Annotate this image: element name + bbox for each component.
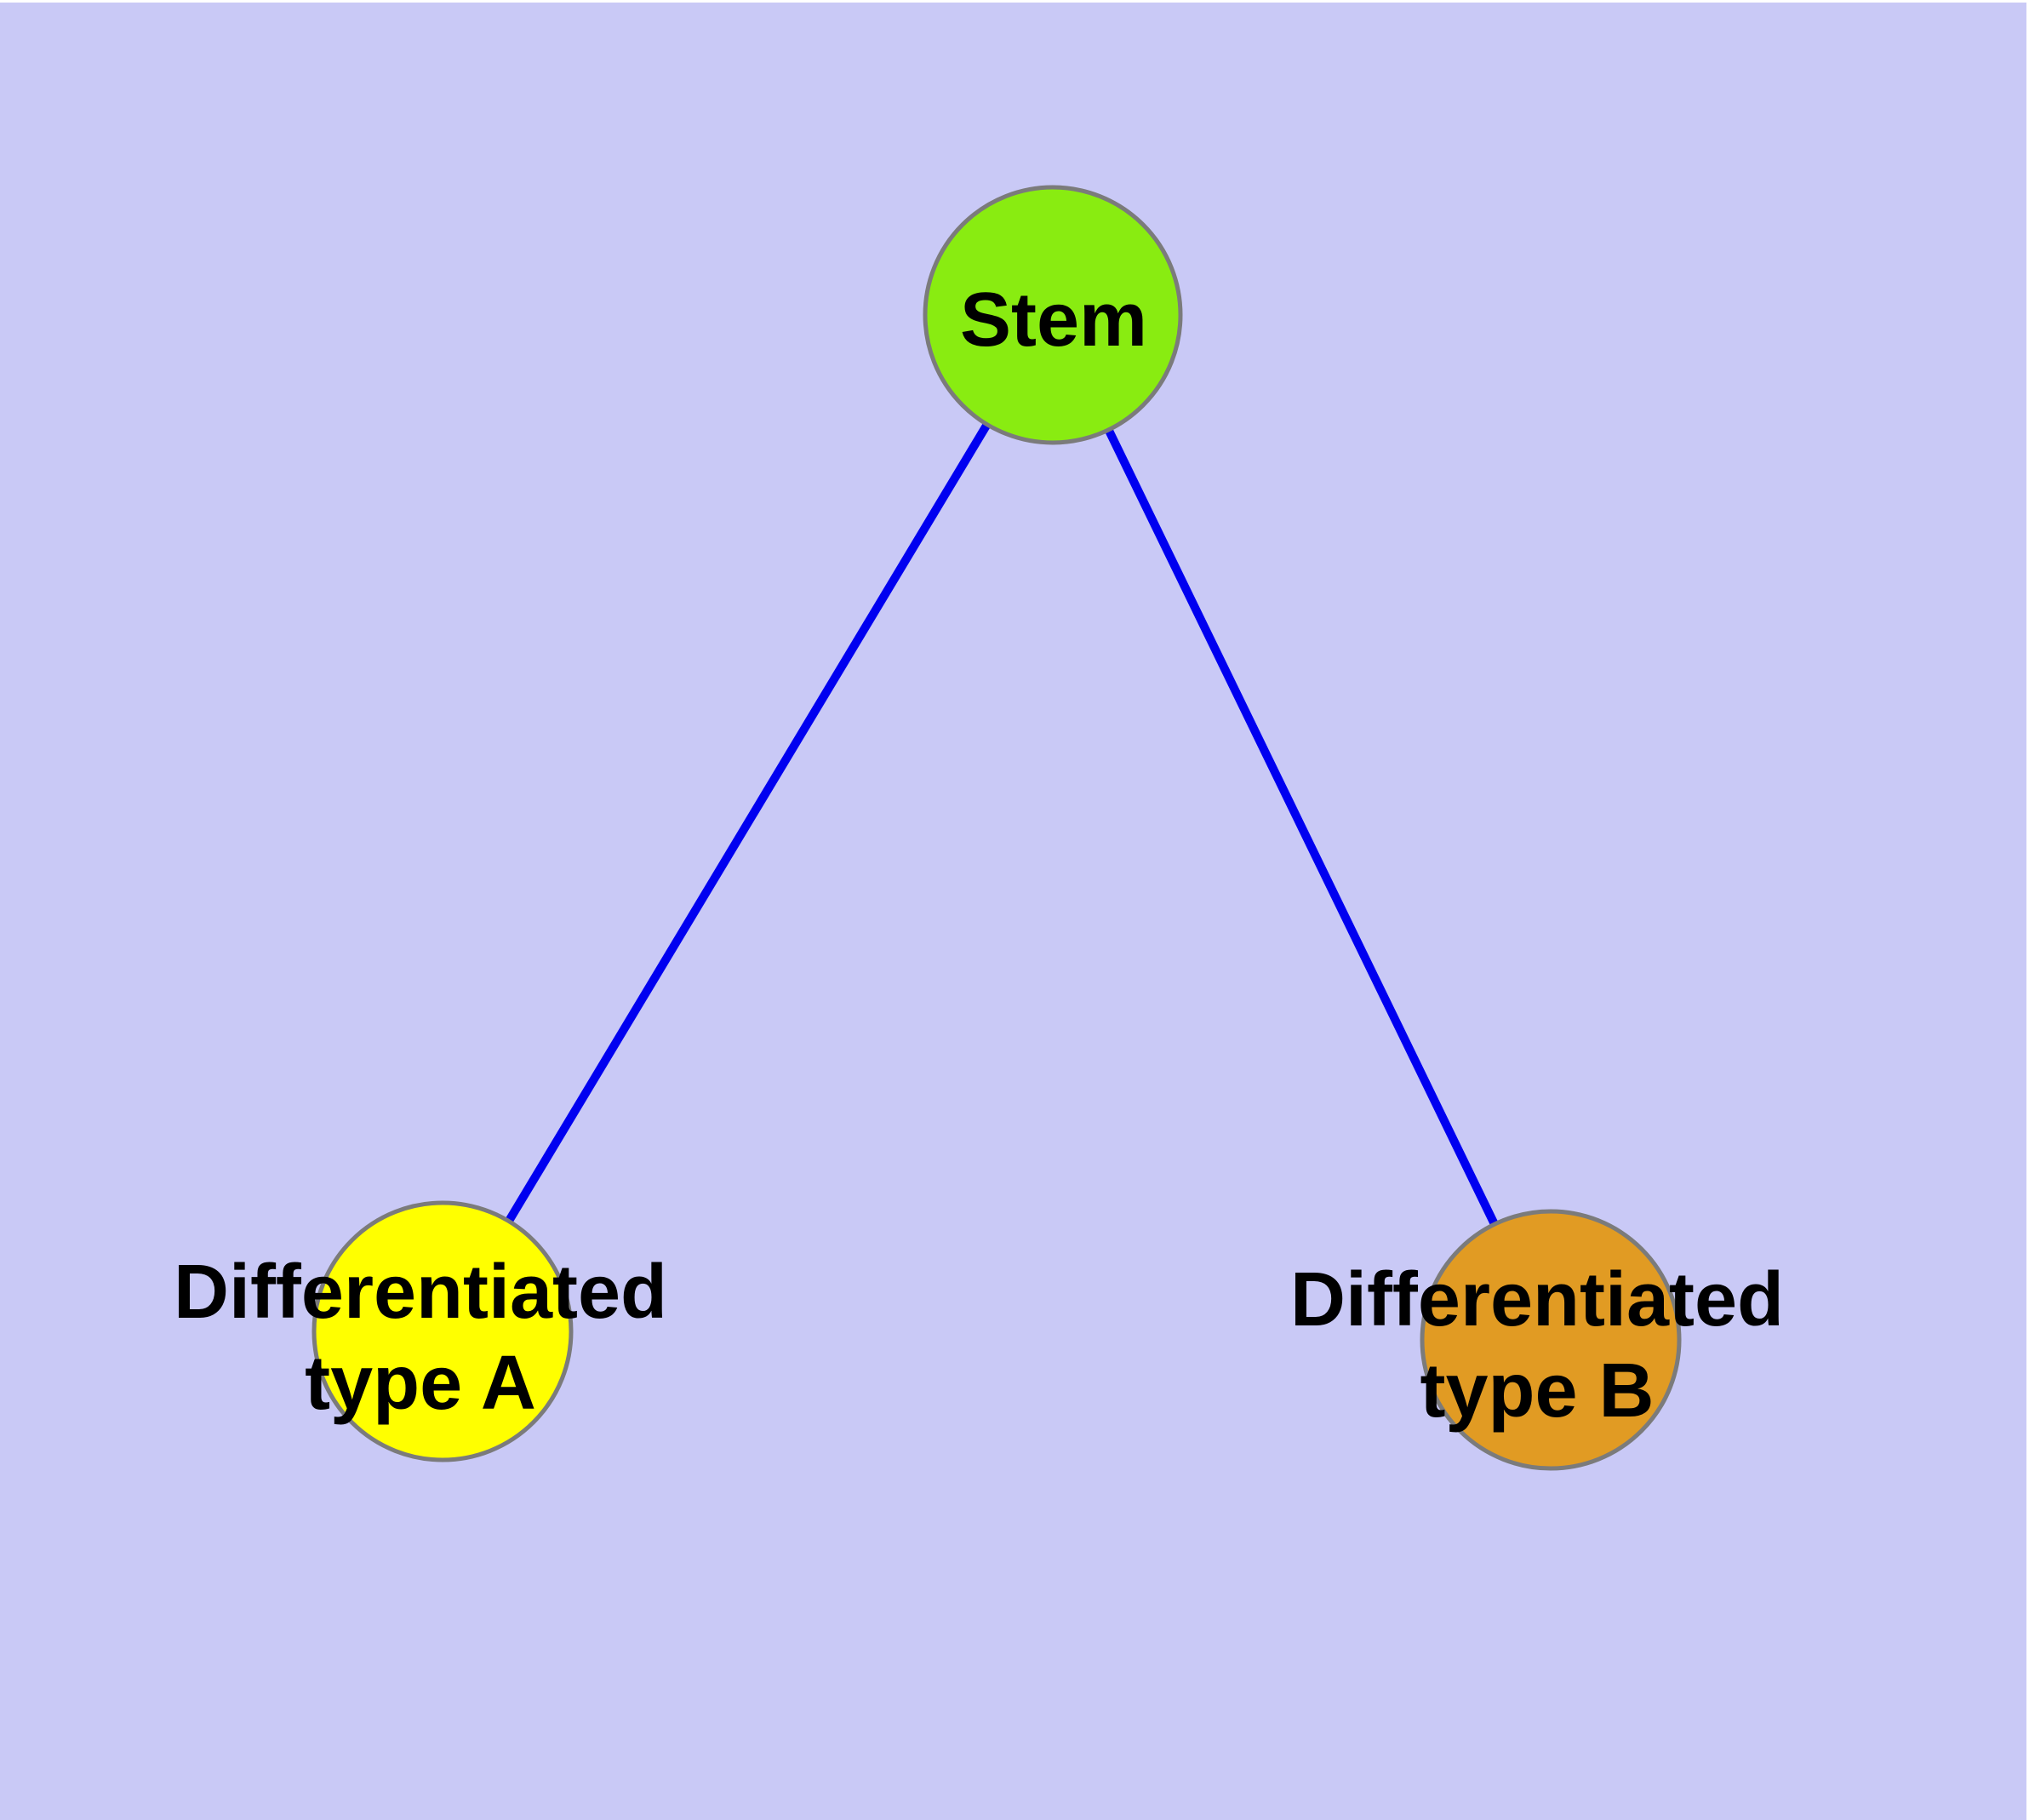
node-stem-label: Stem (960, 278, 1147, 363)
edge-stem-to-type-b (1049, 312, 1555, 1342)
node-type-b-label-line2: type B (1420, 1348, 1654, 1434)
edge-stem-to-type-a (438, 312, 1057, 1334)
node-type-b-label-line1: Differentiated (1290, 1257, 1784, 1342)
node-differentiated-type-b (1420, 1209, 1682, 1471)
node-differentiated-type-a (311, 1200, 574, 1462)
node-stem (923, 185, 1183, 445)
node-type-a-label-line2: type A (305, 1341, 536, 1426)
node-type-a-label-line1: Differentiated (174, 1250, 667, 1335)
